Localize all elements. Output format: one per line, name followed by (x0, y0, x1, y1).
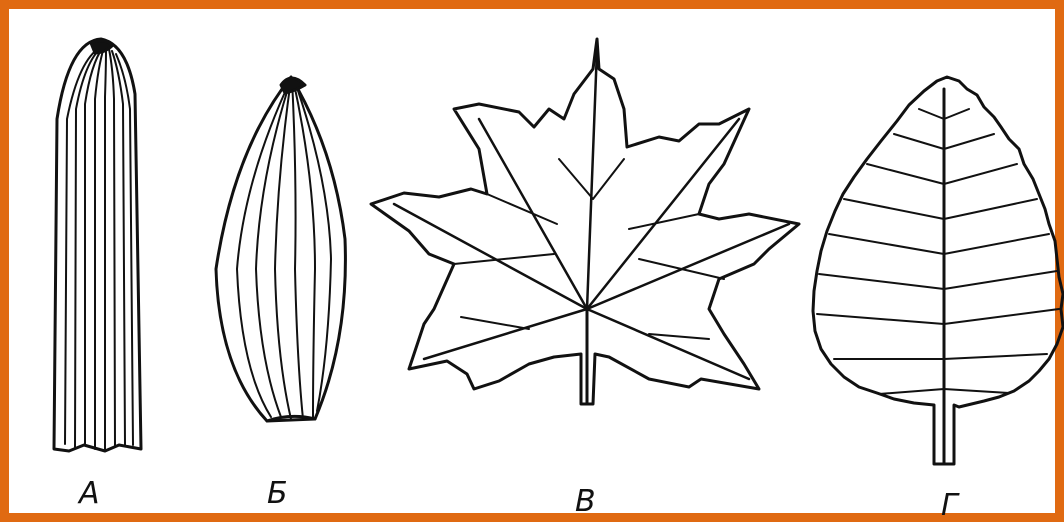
leaf-g-pinnate-veined (813, 77, 1063, 464)
label-b: Б (267, 479, 288, 509)
label-a: А (79, 479, 100, 509)
leaf-b-arc-veined (216, 77, 345, 421)
leaf-v-palmate-veined (371, 39, 799, 404)
label-v: В (575, 487, 596, 517)
leaf-figure (9, 9, 1064, 531)
leaf-a-parallel-veined (54, 39, 141, 451)
label-g: Г (941, 491, 958, 521)
